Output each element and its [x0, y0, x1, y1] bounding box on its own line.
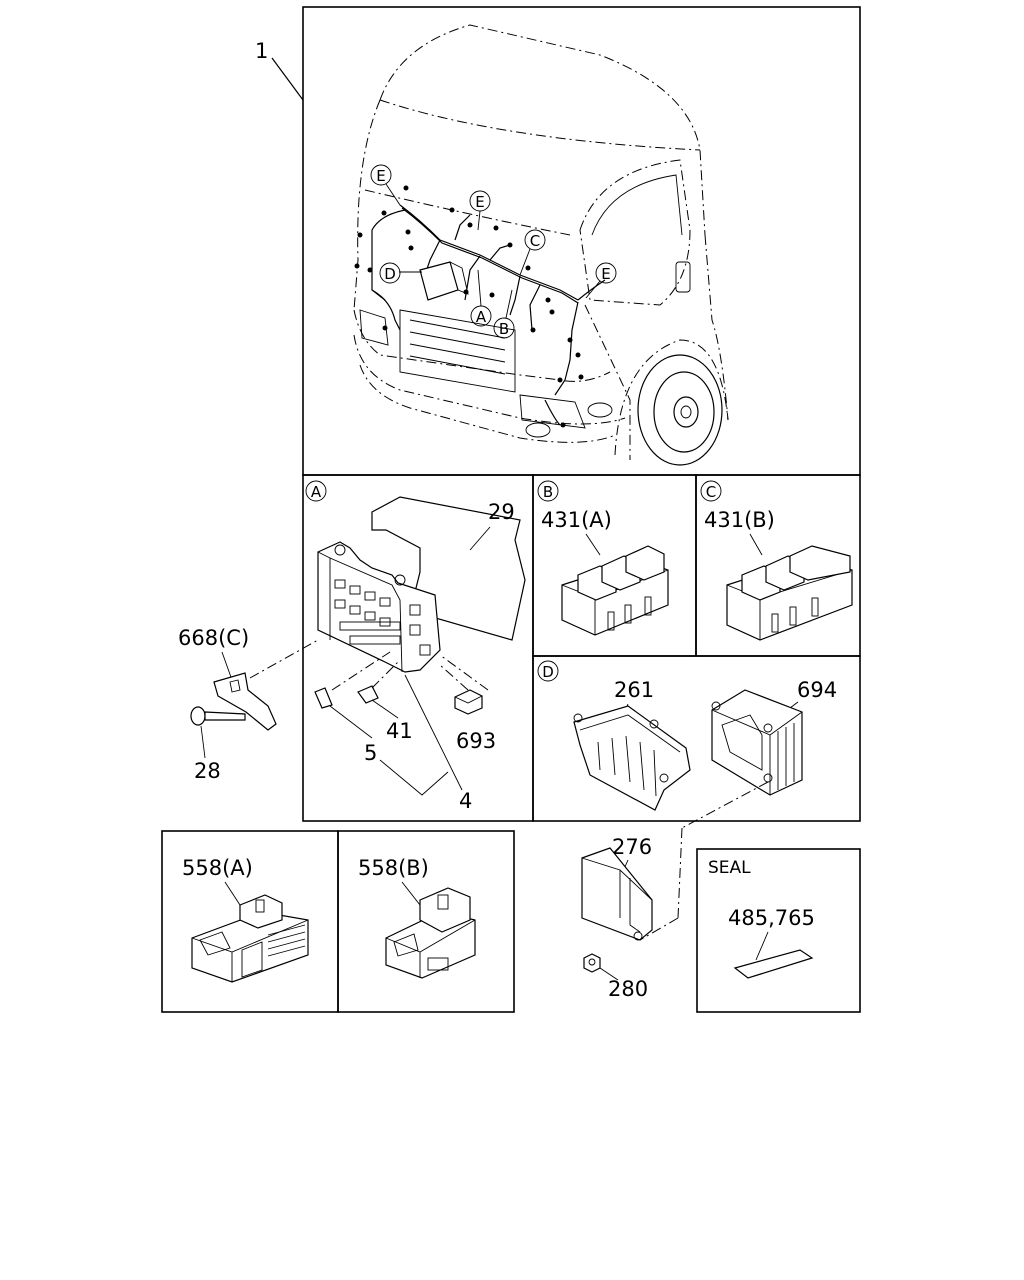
- label-relay-431b: 431(B): [704, 508, 775, 532]
- panel-d-callout: D: [542, 663, 554, 681]
- label-seal-parts: 485,765: [728, 906, 815, 930]
- label-fuse-mini: 41: [386, 719, 413, 743]
- panel-c-relay-431b: C 431(B): [700, 480, 853, 641]
- connector-558b: 558(B): [358, 856, 476, 979]
- label-bolt: 28: [194, 759, 221, 783]
- callout-e-2: E: [475, 193, 484, 211]
- truck-cab-illustration: [353, 24, 729, 466]
- harness-label-group: 1: [255, 39, 304, 101]
- panel-b-callout: B: [543, 483, 553, 501]
- label-bracket: 276: [612, 835, 652, 859]
- callout-e-3: E: [601, 265, 610, 283]
- panel-frames: [161, 6, 861, 1013]
- label-nut: 280: [608, 977, 648, 1001]
- panel-a-callout: A: [311, 483, 322, 501]
- connector-558a: 558(A): [182, 856, 309, 983]
- callout-a: A: [476, 308, 487, 326]
- panel-d-ecu: D 261 694: [537, 660, 837, 811]
- callout-b: B: [499, 320, 509, 338]
- label-seal-title: SEAL: [708, 858, 751, 878]
- label-ecu: 694: [797, 678, 837, 702]
- label-fuse-clip: 668(C): [178, 626, 249, 650]
- callout-d: D: [384, 265, 396, 283]
- truck-callouts: E E C E D A B: [370, 164, 617, 339]
- label-fuse-small: 5: [364, 741, 377, 765]
- label-connector-558b: 558(B): [358, 856, 429, 880]
- label-fuse-cover: 29: [488, 500, 515, 524]
- seal-panel: SEAL 485,765: [708, 858, 815, 979]
- label-connector-558a: 558(A): [182, 856, 253, 880]
- panel-c-callout: C: [706, 483, 716, 501]
- panel-b-relay-431a: B 431(A): [537, 480, 669, 636]
- label-relay: 693: [456, 729, 496, 753]
- label-fuse-box: 4: [459, 789, 472, 813]
- callout-e-1: E: [376, 167, 385, 185]
- panel-a-fuse-box: A 29 5: [305, 480, 526, 813]
- label-main-harness: 1: [255, 39, 268, 63]
- label-relay-431a: 431(A): [541, 508, 612, 532]
- label-ecu-cover: 261: [614, 678, 654, 702]
- callout-c: C: [530, 232, 540, 250]
- clip-and-bolt: 668(C) 28: [178, 626, 319, 783]
- bracket-and-nut: 276 280: [581, 781, 769, 1001]
